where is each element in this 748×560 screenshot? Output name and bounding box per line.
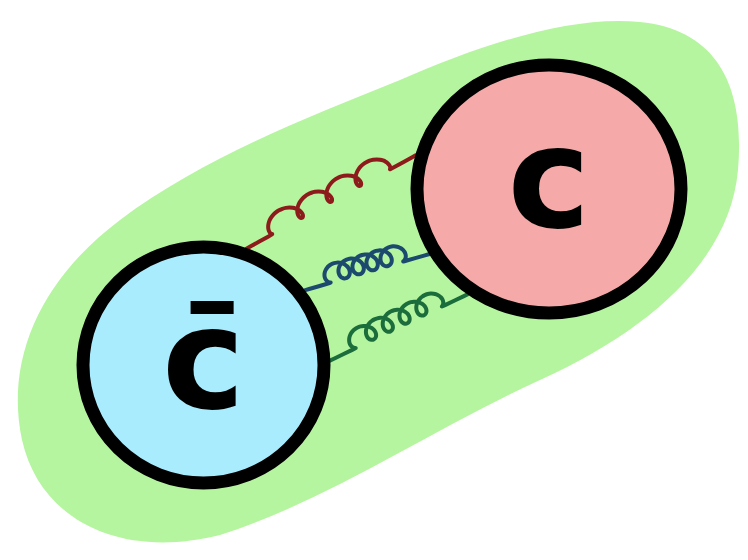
gluon-spring (330, 294, 468, 361)
gluon-spring (305, 246, 430, 290)
quark-label: c̄ (162, 290, 245, 440)
quark-label: c (508, 109, 591, 269)
quark-circle: c (410, 58, 688, 320)
circle-shape (83, 247, 324, 483)
gluon-spring (247, 155, 416, 248)
quark-circle: c̄ (76, 240, 331, 490)
circle-shape (417, 65, 681, 313)
hadron-region (18, 21, 739, 542)
